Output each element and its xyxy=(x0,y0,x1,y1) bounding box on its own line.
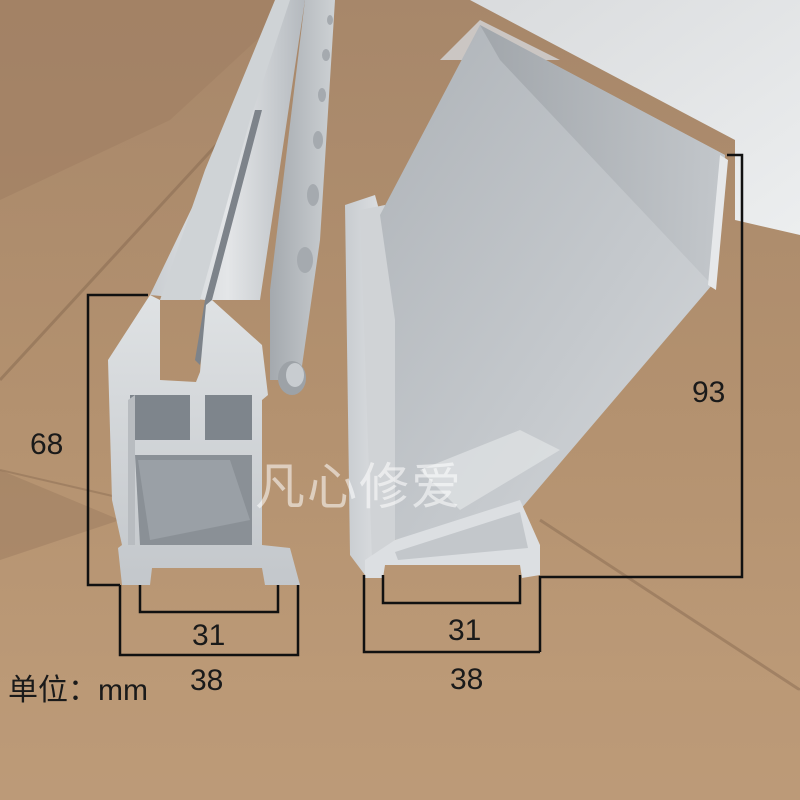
bolt-row xyxy=(278,15,333,395)
right-outer-width-line xyxy=(362,575,540,654)
right-aluminum-profile xyxy=(345,25,728,578)
left-inner-width-line xyxy=(138,585,280,614)
left-outer-width-label: 38 xyxy=(190,664,224,697)
right-inner-width-label: 31 xyxy=(448,614,482,647)
right-inner-width-line xyxy=(381,575,522,605)
right-height-line xyxy=(538,153,744,652)
left-outer-width-line xyxy=(118,585,300,657)
watermark-text: 凡心修爱 xyxy=(255,458,463,516)
left-aluminum-profile xyxy=(108,0,335,585)
unit-label: 单位：mm xyxy=(8,674,148,707)
right-height-label: 93 xyxy=(692,376,726,409)
dimension-lines xyxy=(86,153,744,657)
left-inner-width-label: 31 xyxy=(192,619,226,652)
right-outer-width-label: 38 xyxy=(450,663,484,696)
left-profile-end-face xyxy=(108,295,300,585)
left-height-label: 68 xyxy=(30,428,64,461)
left-height-line xyxy=(86,293,148,587)
